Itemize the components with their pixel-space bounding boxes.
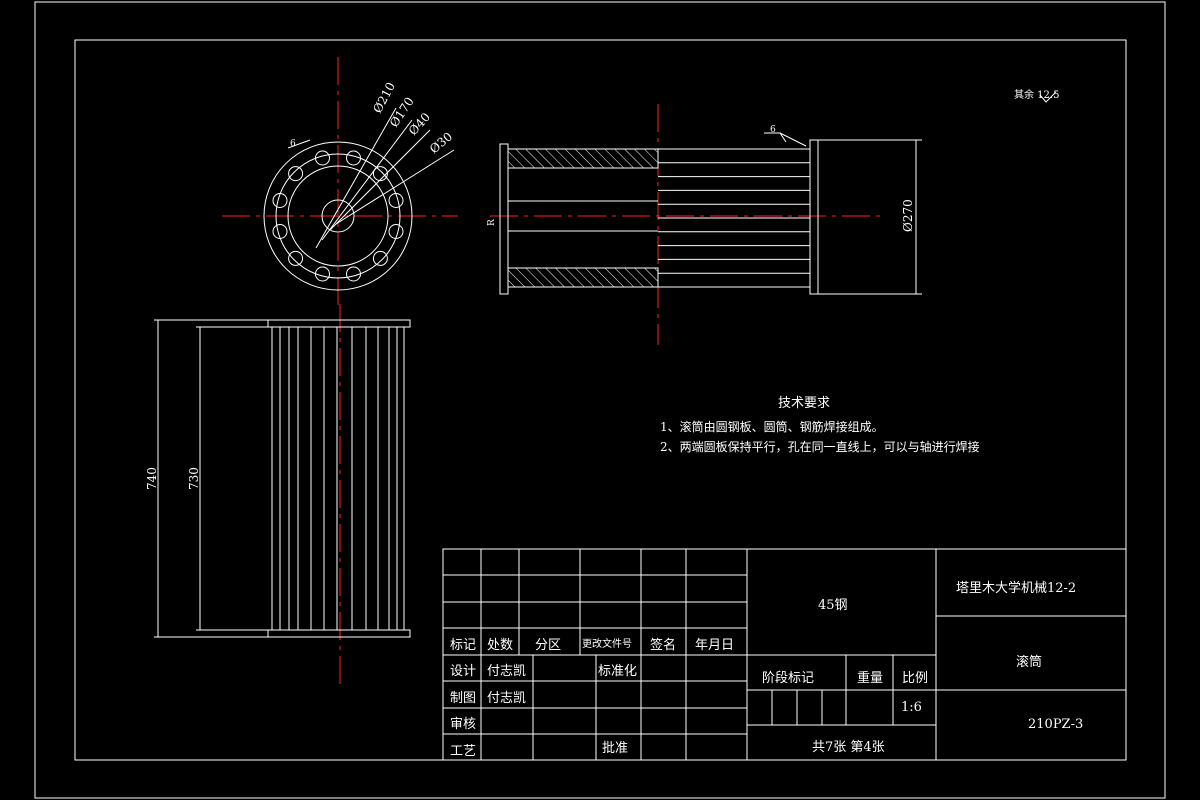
dim-740: 740: [145, 467, 159, 490]
tb-drawing-label: 制图: [450, 691, 477, 706]
front-view: Ø210 Ø170 Ø40 Ø30 6: [222, 57, 458, 305]
tb-header-sign: 签名: [650, 638, 677, 653]
rod-section: [288, 166, 304, 182]
rod-section: [315, 266, 330, 282]
rod-section: [272, 193, 288, 208]
tb-drawing-number: 210PZ-3: [1028, 717, 1084, 732]
tb-process-label: 工艺: [450, 744, 477, 759]
rod-section: [372, 250, 388, 266]
rod-section: [288, 250, 304, 266]
roughness-note: 其余 12.5: [1014, 88, 1059, 103]
elev-rods: [279, 327, 398, 630]
rod-section: [315, 150, 330, 166]
tech-requirements: 技术要求 1、滚筒由圆钢板、圆筒、钢筋焊接组成。 2、两端圆板保持平行，孔在同一…: [660, 396, 980, 454]
rod-section: [388, 224, 404, 239]
tb-sheets: 共7张 第4张: [812, 740, 885, 755]
tb-scale: 1:6: [901, 700, 922, 715]
tb-header-change-doc: 更改文件号: [582, 639, 632, 650]
tb-stage-mark: 阶段标记: [762, 671, 815, 686]
dim-d270: Ø270: [901, 199, 915, 232]
tech-item-1: 1、滚筒由圆钢板、圆筒、钢筋焊接组成。: [660, 419, 884, 434]
rod-circles: [272, 150, 404, 282]
rod-section: [346, 150, 361, 166]
tech-item-2: 2、两端圆板保持平行，孔在同一直线上，可以与轴进行焊接: [660, 439, 980, 454]
title-block-grid: [442, 548, 1127, 761]
side-view: Ø270 6 R: [487, 104, 922, 345]
tb-material: 45钢: [818, 598, 848, 613]
tb-review-label: 审核: [450, 717, 477, 732]
tb-header-count: 处数: [487, 638, 514, 653]
rod-section: [388, 193, 404, 208]
dim-d40: Ø40: [406, 110, 433, 138]
tb-weight: 重量: [857, 671, 884, 686]
rod-section: [372, 166, 388, 182]
tb-scale-label: 比例: [902, 671, 929, 686]
side-rods: [658, 148, 810, 288]
tb-approve-label: 批准: [602, 741, 629, 756]
tb-header-date: 年月日: [695, 638, 735, 653]
side-left-mark: R: [487, 219, 497, 226]
tb-design-label: 设计: [450, 664, 477, 679]
rod-section: [272, 224, 288, 239]
roughness-note-text: 其余 12.5: [1014, 88, 1059, 101]
tb-organization: 塔里木大学机械12-2: [956, 581, 1077, 596]
front-roughness: 6: [290, 139, 296, 149]
tb-designer: 付志凯: [487, 664, 527, 679]
tb-header-mark: 标记: [450, 638, 477, 653]
tb-part-name: 滚筒: [1016, 655, 1043, 670]
tb-standardization: 标准化: [598, 664, 638, 679]
tb-drafter: 付志凯: [487, 691, 527, 706]
rod-section: [346, 266, 361, 282]
elevation-view: 740 730: [145, 304, 411, 690]
dim-730: 730: [187, 467, 201, 490]
side-roughness: 6: [770, 125, 776, 135]
tb-header-zone: 分区: [535, 638, 562, 653]
tech-title: 技术要求: [778, 396, 830, 411]
